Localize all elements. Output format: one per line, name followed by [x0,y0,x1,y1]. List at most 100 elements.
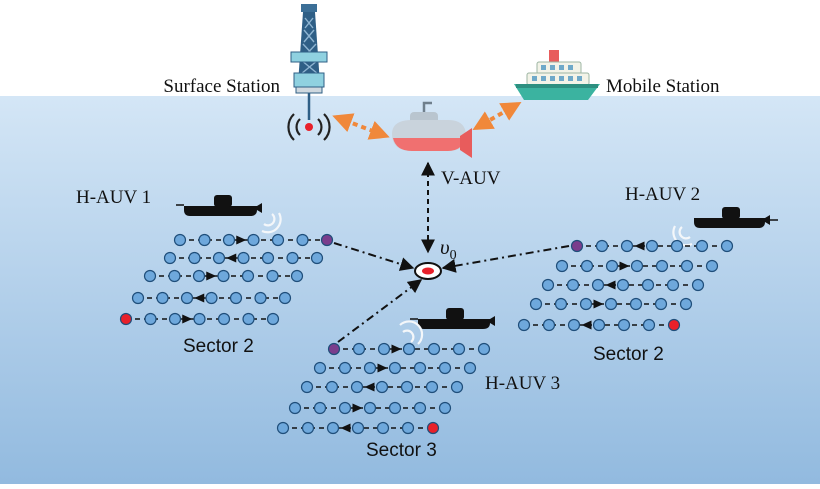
sector-right-node [620,239,634,253]
sector-right-node [591,278,605,292]
sector-right-node [691,278,705,292]
h-auv-3-submarine-icon [410,308,495,329]
sector-left-direction-arrow [206,271,217,281]
sector-bottom-direction-arrow [364,382,375,392]
sector-right-node [580,259,594,273]
sector-left-node [163,251,177,265]
sector-bottom-node [438,401,452,415]
sector-right-node [566,278,580,292]
wireless-signal-icon [399,320,424,345]
sector-right-node [642,318,656,332]
sector-bottom-node [276,421,290,435]
oil-rig-icon [290,4,328,120]
sector-left-node [180,291,194,305]
sector-bottom-node [352,342,366,356]
sector-left-node [217,269,230,283]
sector-bottom-node [300,380,314,394]
sector-bottom-node [427,342,441,356]
sector-right-node [680,259,694,273]
h-auv-2-label: H-AUV 2 [625,184,700,205]
sector-left-node [168,312,182,326]
sector-bottom-label: Sector 3 [366,440,437,461]
sector-right-node [567,318,581,332]
sector-right-node [641,278,655,292]
sector-left-node [131,291,145,305]
sector-left-node [156,291,169,305]
sector-bottom-node [313,361,327,375]
sector-right-node [555,259,569,273]
sector-left-node [290,269,304,283]
sector-left-node [168,269,181,283]
link-sector-right-to-v0 [441,245,570,273]
sector-bottom-node [388,361,402,375]
sector-bottom-node [375,380,389,394]
sector-left-node [320,233,334,247]
sector-left-label: Sector 2 [183,336,254,357]
sector-bottom-node [400,380,414,394]
sector-bottom-node [338,401,352,415]
sector-bottom-node [452,342,466,356]
ship-icon [514,50,600,100]
sector-bottom-node [301,421,315,435]
h-auv-2-submarine-icon [694,207,778,228]
sector-bottom-node [313,401,327,415]
sector-bottom-direction-arrow [391,344,402,354]
sector-left-node [286,251,299,265]
sector-left-node [212,251,226,265]
mobile-station-label: Mobile Station [606,76,720,97]
sector-bottom-direction-arrow [352,403,363,413]
sector-left-grid [119,233,334,326]
sector-right-node [705,259,719,273]
sector-bottom-node [402,342,416,356]
sector-left-node [222,233,236,247]
sector-bottom-node [450,380,464,394]
sector-left-node [296,233,309,247]
sector-bottom-node [351,421,365,435]
sector-right-direction-arrow [593,299,604,309]
sector-bottom-node [388,401,402,415]
sector-right-node [666,278,680,292]
link-mobile-to-vauv [472,102,522,130]
sector-bottom-direction-arrow [377,363,388,373]
sector-right-node [542,318,556,332]
sector-left-direction-arrow [226,253,237,263]
sector-right-node [604,297,618,311]
sector-bottom-node [477,342,491,356]
sector-right-node [655,259,669,273]
sector-bottom-node [376,421,390,435]
sector-bottom-node [426,421,440,435]
sector-left-node [119,312,133,326]
sector-left-node [254,291,267,305]
v0-node [414,262,442,280]
sector-bottom-grid [276,342,491,435]
sector-right-node [554,297,568,311]
sector-right-node [592,318,606,332]
sector-left-node [242,312,255,326]
sector-right-node [670,239,684,253]
sector-bottom-node [288,401,302,415]
sector-bottom-node [350,380,364,394]
sector-right-node [570,239,584,253]
sector-bottom-node [363,361,377,375]
wireless-signal-icon [261,212,282,234]
sector-left-node [205,291,218,305]
sector-right-node [629,297,643,311]
sector-bottom-node [425,380,439,394]
sector-left-direction-arrow [236,235,247,245]
wireless-signal-icon [287,113,331,141]
sector-bottom-node [413,361,427,375]
sector-left-node [310,251,324,265]
sector-right-node [617,318,631,332]
link-sector-left-to-v0 [333,242,415,271]
h-auv-1-submarine-icon [176,195,262,216]
sector-bottom-node [325,380,339,394]
sector-left-node [247,233,260,247]
sector-left-node [266,312,280,326]
v-auv-submarine-icon [392,101,472,158]
sector-left-direction-arrow [194,293,205,303]
sector-right-node [579,297,593,311]
sector-right-node [630,259,644,273]
v0-label: υ0 [440,235,457,263]
